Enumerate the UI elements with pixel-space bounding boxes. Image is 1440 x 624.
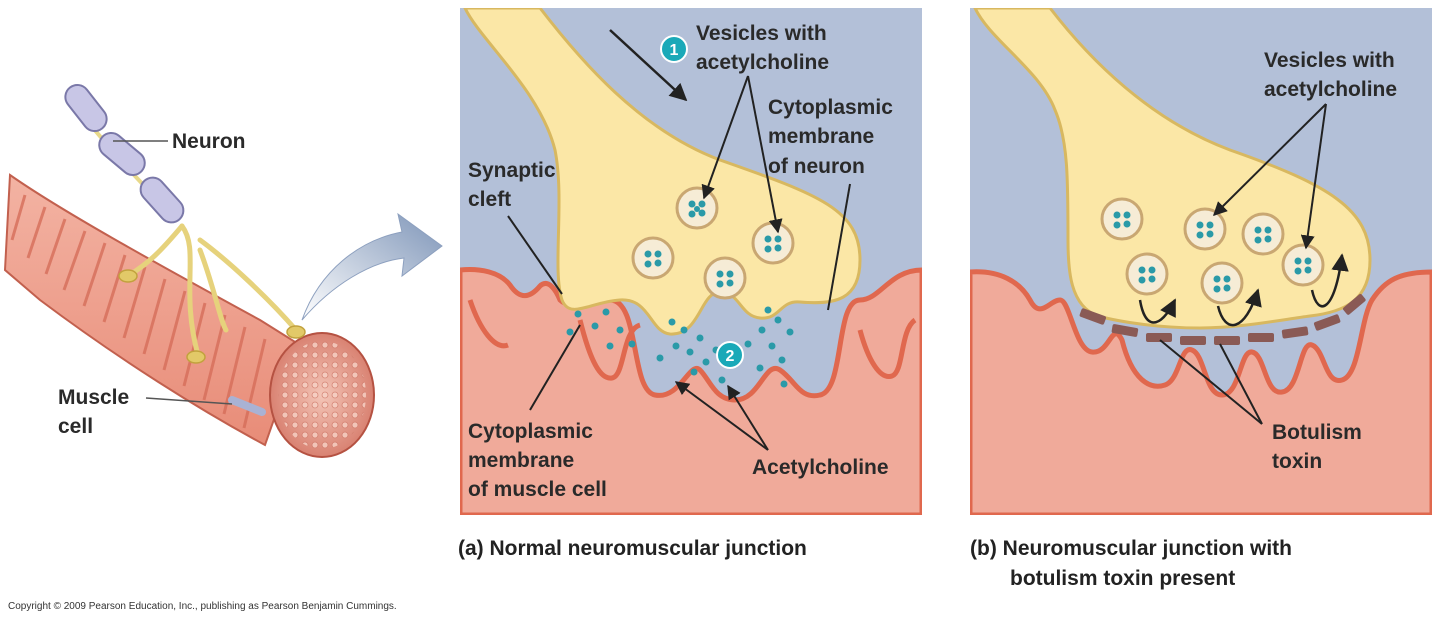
- vesicles-label-b: Vesicles with: [1264, 49, 1395, 72]
- muscle-label-line2: cell: [58, 415, 93, 438]
- vesicles-a: [631, 186, 795, 300]
- vesicles-leader-a1: [701, 75, 749, 200]
- panel-a-caption: (a) Normal neuromuscular junction: [458, 537, 807, 560]
- synaptic-cleft-label: Synaptic: [468, 159, 556, 182]
- neuron-axon: [64, 83, 306, 364]
- step-2-badge: [716, 341, 744, 369]
- ach-leader-1: [674, 381, 769, 451]
- cyto-muscle-label-line3: of muscle cell: [468, 478, 607, 501]
- muscle-label: Muscle: [58, 386, 129, 409]
- copyright-notice: Copyright © 2009 Pearson Education, Inc.…: [8, 601, 397, 612]
- overview-illustration: Neuron Muscle cell: [3, 83, 443, 458]
- impulse-arrow: [609, 29, 688, 102]
- synaptic-cleft-label-line2: cleft: [468, 188, 511, 211]
- step-1-number: 1: [670, 42, 679, 59]
- panel-b-caption-line2: botulism toxin present: [1010, 567, 1235, 590]
- botulism-toxin-label-line2: toxin: [1272, 450, 1322, 473]
- acetylcholine-label: Acetylcholine: [752, 456, 889, 479]
- muscle-membrane-b: [970, 269, 1432, 515]
- cyto-muscle-label-line2: membrane: [468, 449, 574, 472]
- blocked-release-arrows: [1138, 253, 1349, 327]
- step-2-number: 2: [726, 348, 735, 365]
- vesicles-leader-b1: [1213, 103, 1327, 216]
- vesicles-leader-a2: [747, 75, 783, 234]
- step-1-badge: [660, 35, 688, 63]
- cyto-neuron-leader: [827, 183, 851, 311]
- ach-leader-2: [727, 384, 769, 451]
- neuron-label: Neuron: [172, 130, 246, 153]
- muscle-leader-line: [145, 397, 233, 405]
- vesicles-label-a: Vesicles with: [696, 22, 827, 45]
- panel-a-normal-junction: 1 2 Vesicles with acetylcholine Cytoplas…: [458, 8, 922, 560]
- vesicles-b: [1100, 197, 1325, 305]
- panel-b-caption: (b) Neuromuscular junction with: [970, 537, 1292, 560]
- vesicles-label-a-line2: acetylcholine: [696, 51, 829, 74]
- cyto-muscle-leader: [529, 324, 581, 411]
- vesicles-label-b-line2: acetylcholine: [1264, 78, 1397, 101]
- panel-b-botulism-junction: Vesicles with acetylcholine Botulism tox…: [970, 8, 1432, 590]
- muscle-fiber: [3, 173, 375, 458]
- toxin-leader-2: [1219, 343, 1263, 425]
- cyto-neuron-label-line2: membrane: [768, 125, 874, 148]
- acetylcholine-molecules-a: [566, 306, 794, 390]
- synaptic-cleft-leader: [507, 215, 563, 295]
- cyto-neuron-label-line3: of neuron: [768, 155, 865, 178]
- zoom-arrow: [301, 212, 443, 321]
- botulism-toxin-label: Botulism: [1272, 421, 1362, 444]
- botulism-toxin-blocks: [1079, 294, 1366, 345]
- cyto-neuron-label: Cytoplasmic: [768, 96, 893, 119]
- toxin-leader-1: [1159, 339, 1263, 425]
- vesicles-leader-b2: [1300, 103, 1327, 250]
- cyto-muscle-label: Cytoplasmic: [468, 420, 593, 443]
